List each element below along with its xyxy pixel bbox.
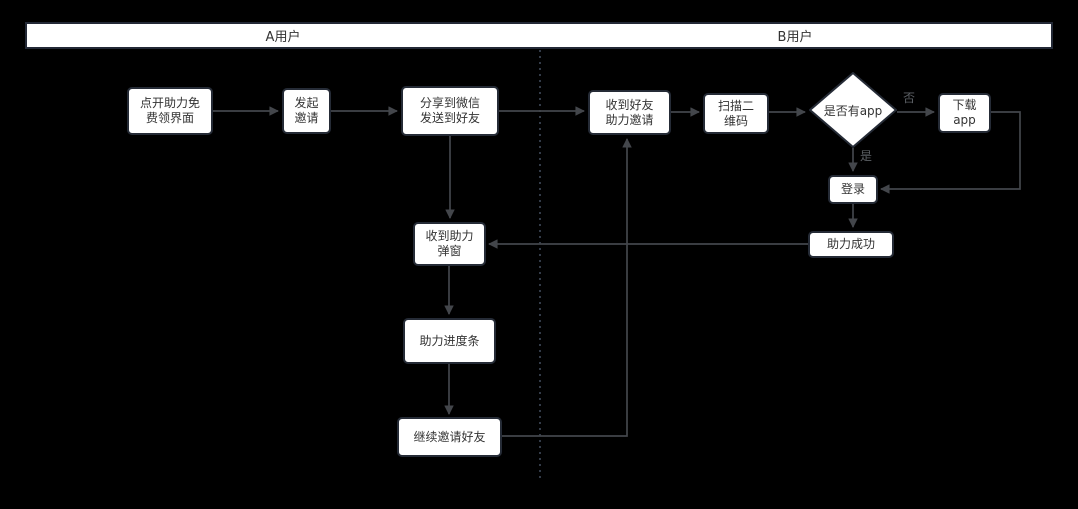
node-continue-invite: 继续邀请好友 bbox=[397, 417, 502, 457]
node-login: 登录 bbox=[828, 175, 878, 204]
connector-download-to-login bbox=[880, 111, 1021, 194]
node-boost-popup: 收到助力 弹窗 bbox=[413, 222, 486, 266]
node-send-invite: 发起 邀请 bbox=[282, 88, 331, 134]
node-receive-invite: 收到好友 助力邀请 bbox=[588, 90, 671, 135]
lane-b-label: B用户 bbox=[777, 30, 813, 45]
node-open-boost-page: 点开助力免 费领界面 bbox=[127, 87, 213, 135]
lane-a-label: A用户 bbox=[265, 30, 301, 45]
node-boost-success: 助力成功 bbox=[808, 231, 894, 258]
branch-label-yes: 是 bbox=[860, 149, 873, 163]
branch-label-no: 否 bbox=[903, 91, 916, 105]
node-has-app-decision: 是否有app bbox=[809, 72, 897, 148]
decision-label: 是否有app bbox=[823, 103, 883, 118]
swimlane-header: A用户 B用户 bbox=[25, 22, 1053, 49]
node-download-app: 下载 app bbox=[938, 93, 991, 133]
node-progress-bar: 助力进度条 bbox=[403, 318, 496, 364]
decision-diamond-shape bbox=[809, 72, 897, 148]
lane-header-b: B用户 bbox=[539, 24, 1051, 47]
node-share-wechat: 分享到微信 发送到好友 bbox=[401, 86, 499, 136]
node-scan-qr: 扫描二 维码 bbox=[703, 93, 769, 134]
lane-header-a: A用户 bbox=[27, 24, 539, 47]
connector-continue-to-receive bbox=[502, 138, 632, 437]
